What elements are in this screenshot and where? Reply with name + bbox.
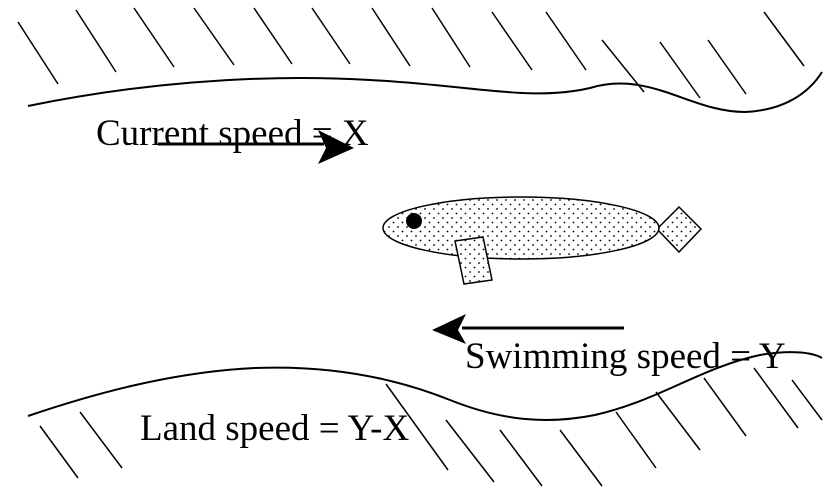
lower-bank-line bbox=[27, 351, 823, 421]
upper-bank-line bbox=[27, 71, 823, 114]
arrow-left-icon bbox=[432, 314, 624, 344]
lower-riverbank bbox=[27, 351, 823, 487]
fish-icon bbox=[382, 196, 703, 285]
swimming-speed-label: Swimming speed = Y bbox=[465, 336, 786, 377]
arrow-right-icon bbox=[158, 130, 354, 164]
upper-bank-hatching bbox=[17, 7, 805, 99]
fish-tail bbox=[655, 205, 703, 254]
land-speed-label: Land speed = Y-X bbox=[140, 408, 409, 449]
lower-bank-hatching bbox=[39, 367, 823, 487]
upper-riverbank bbox=[17, 7, 823, 114]
current-speed-label: Current speed = X bbox=[96, 113, 369, 154]
fish-eye bbox=[406, 213, 422, 229]
